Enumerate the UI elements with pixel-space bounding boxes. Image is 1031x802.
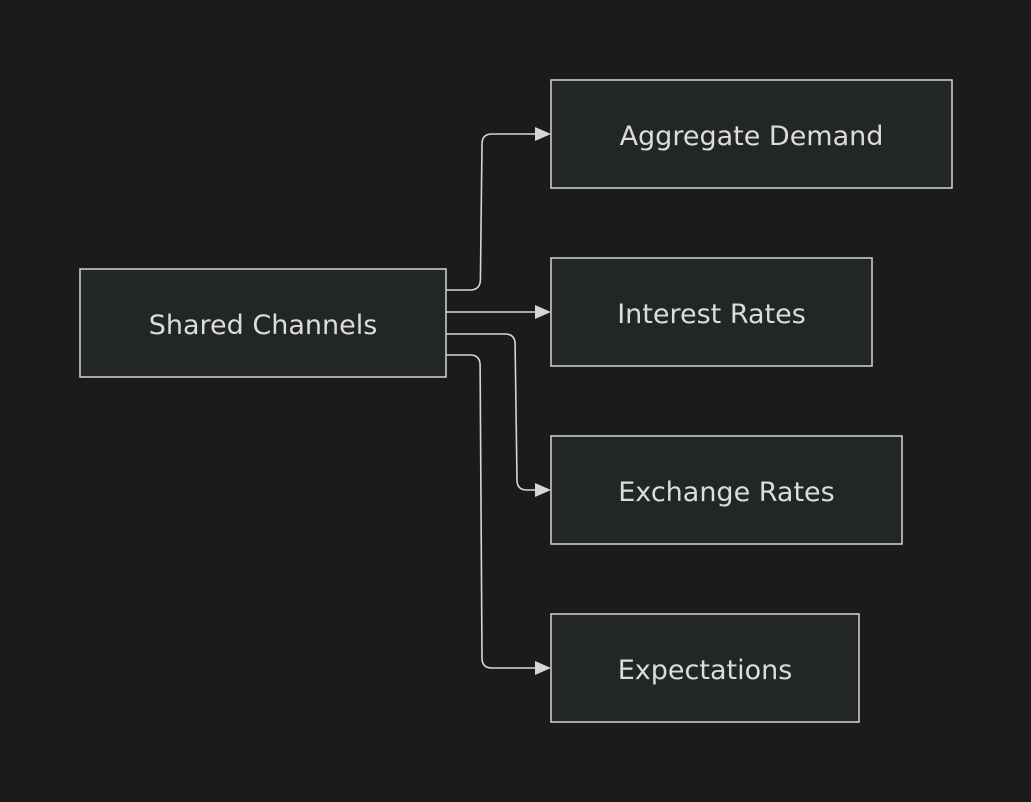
arrowhead-interest-rates [535, 305, 551, 319]
arrowhead-aggregate-demand [535, 127, 551, 141]
node-aggregate-demand-box [550, 79, 953, 189]
node-expectations-box [550, 613, 860, 723]
node-shared-channels[interactable]: Shared Channels [79, 268, 447, 378]
node-shared-channels-label: Shared Channels [149, 310, 378, 341]
node-expectations-label: Expectations [618, 655, 793, 686]
edge-shared-to-exchange-rates [446, 333, 538, 491]
node-interest-rates-label: Interest Rates [617, 299, 806, 330]
node-exchange-rates-label: Exchange Rates [618, 477, 835, 508]
node-interest-rates[interactable]: Interest Rates [550, 257, 873, 367]
edges [446, 127, 551, 675]
node-shared-channels-box [79, 268, 447, 378]
node-exchange-rates-box [550, 435, 903, 545]
edge-shared-to-aggregate-demand [446, 133, 538, 291]
arrowhead-exchange-rates [535, 483, 551, 497]
node-aggregate-demand-label: Aggregate Demand [620, 121, 884, 152]
node-expectations[interactable]: Expectations [550, 613, 860, 723]
node-interest-rates-box [550, 257, 873, 367]
edge-shared-to-expectations [446, 354, 538, 669]
node-exchange-rates[interactable]: Exchange Rates [550, 435, 903, 545]
arrowhead-expectations [535, 661, 551, 675]
node-aggregate-demand[interactable]: Aggregate Demand [550, 79, 953, 189]
